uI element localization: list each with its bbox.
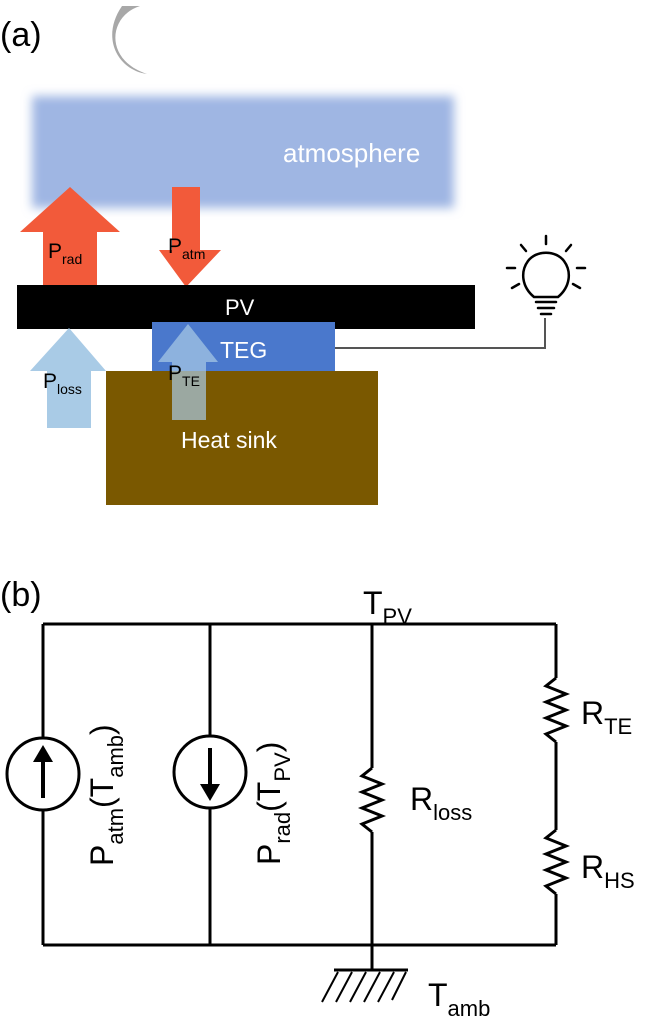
atmosphere-label: atmosphere — [283, 138, 420, 168]
r-hs-label: RHS — [581, 849, 635, 893]
t-pv-label: TPV — [363, 585, 412, 629]
pv-label: PV — [225, 295, 255, 320]
p-atm-arrow — [159, 187, 221, 287]
p-rad-current-source — [172, 734, 248, 810]
atmosphere-block — [32, 96, 454, 208]
p-te-label: PTE — [168, 362, 200, 389]
p-te-arrow — [158, 324, 218, 420]
p-loss-arrow — [30, 328, 106, 428]
r-loss-label: Rloss — [410, 781, 472, 825]
panel-a: (a) atmosphere Prad Patm PV TEG Heat sin… — [0, 6, 587, 505]
p-atm-label: Patm — [168, 235, 205, 262]
p-atm-source-label: Patm(Tamb) — [84, 724, 128, 866]
panel-b: (b) TPV — [0, 576, 635, 1021]
p-rad-source-label: Prad(TPV) — [251, 742, 295, 865]
r-te-resistor — [541, 676, 571, 744]
heat-sink-block — [106, 371, 378, 505]
panel-b-label: (b) — [0, 576, 42, 614]
teg-wire — [335, 318, 546, 349]
heat-sink-label: Heat sink — [181, 427, 277, 453]
p-atm-current-source — [5, 736, 81, 812]
panel-a-label: (a) — [0, 16, 42, 54]
r-hs-resistor — [541, 828, 571, 896]
moon-icon — [112, 6, 147, 74]
r-loss-resistor — [357, 766, 387, 834]
lightbulb-icon — [505, 234, 587, 316]
p-rad-arrow — [20, 187, 120, 287]
p-rad-label: Prad — [48, 240, 82, 267]
circuit-wires — [41, 622, 558, 970]
ground-icon — [321, 968, 408, 1003]
teg-label: TEG — [220, 337, 267, 363]
pv-bar — [17, 285, 475, 329]
r-te-label: RTE — [581, 695, 632, 739]
p-loss-label: Ploss — [43, 370, 82, 397]
t-amb-label: Tamb — [428, 977, 490, 1021]
